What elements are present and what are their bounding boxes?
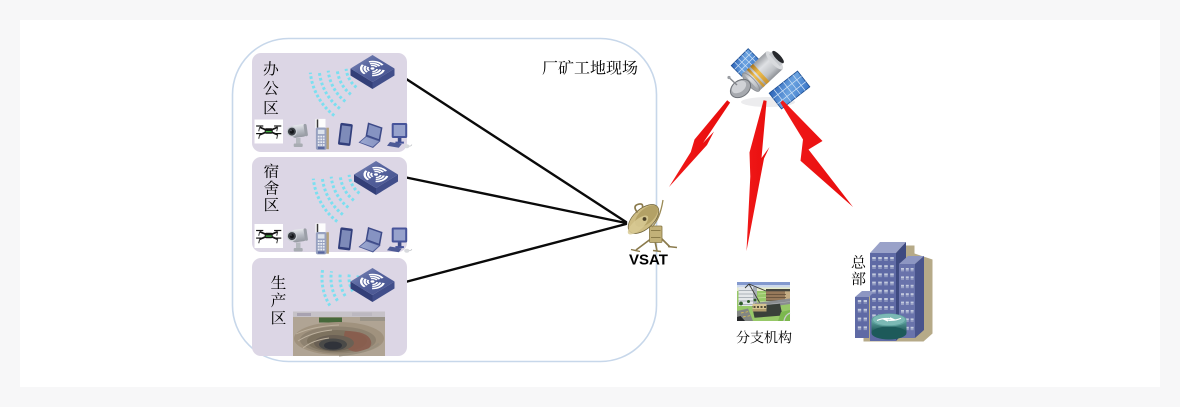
svg-text:VSAT: VSAT — [629, 252, 668, 269]
